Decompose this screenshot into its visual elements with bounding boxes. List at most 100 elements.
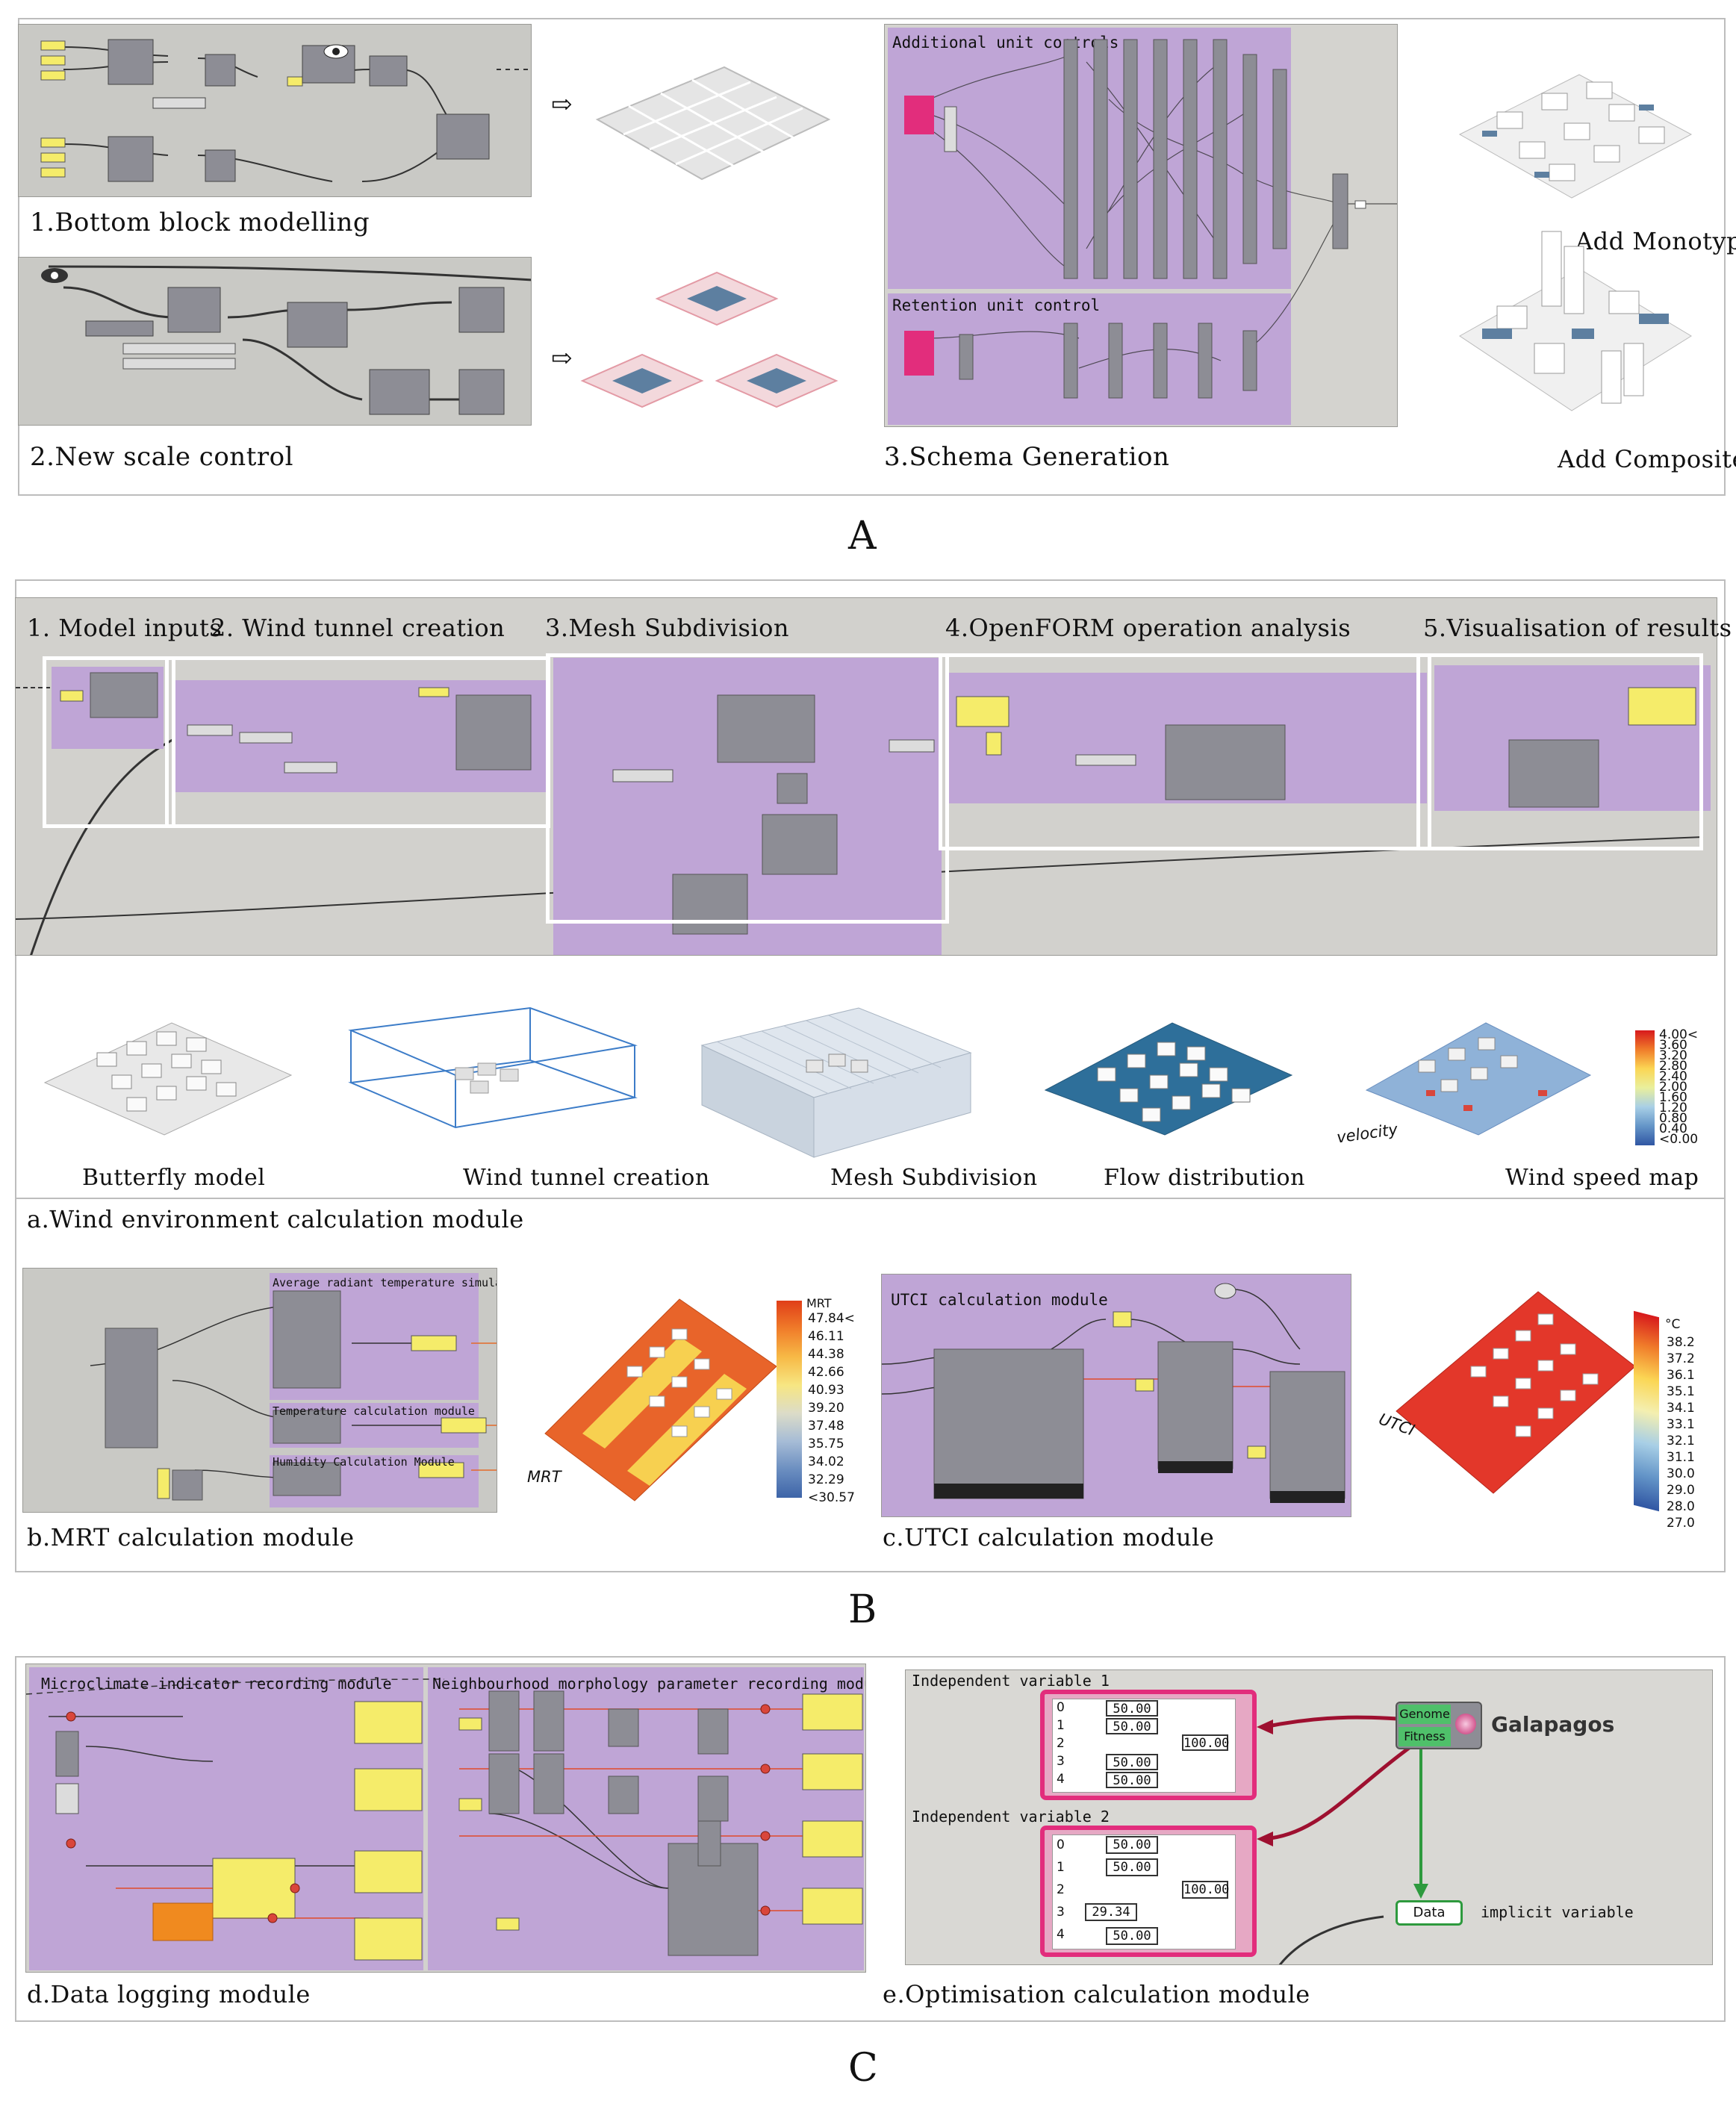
data-node[interactable]: Data (1396, 1900, 1463, 1926)
neighbourhood-label: Neighbourhood morphology parameter recor… (432, 1675, 866, 1693)
schema-generation-canvas[interactable]: Additional unit controls Retention unit … (884, 24, 1398, 427)
schema-graph (904, 39, 1397, 399)
module-d-caption: d.Data logging module (27, 1980, 311, 2008)
thumb-flow-label: Flow distribution (1104, 1165, 1305, 1191)
utci-legend-title: °C (1665, 1317, 1681, 1332)
thumb-mesh-label: Mesh Subdivision (830, 1165, 1038, 1191)
indep-var-2-label: Independent variable 2 (912, 1808, 1110, 1826)
module-b-caption: b.MRT calculation module (27, 1523, 355, 1552)
slider-1-0[interactable]: 50.00 (1106, 1700, 1158, 1717)
utci-legend-2: 36.1 (1667, 1368, 1695, 1383)
caption-schema-generation: 3.Schema Generation (884, 442, 1170, 472)
idx-2-2: 2 (1057, 1882, 1065, 1897)
thumb-butterfly-label: Butterfly model (82, 1165, 266, 1191)
implicit-variable-label: implicit variable (1481, 1903, 1634, 1921)
mrt-legend-4: 40.93 (808, 1383, 844, 1398)
mesh-subdivision-box (546, 653, 949, 924)
mrt-legend (777, 1301, 802, 1498)
bottom-grid-illustration (595, 66, 831, 181)
utci-calc-canvas[interactable]: UTCI calculation module (881, 1274, 1351, 1517)
arrow-icon-a1: ⇨ (551, 90, 573, 119)
humidity-calc-label: Humidity Calculation Module (273, 1455, 455, 1469)
mrt-legend-9: 32.29 (808, 1472, 844, 1487)
scale-grid-illustrations (580, 271, 839, 408)
slider-1-3[interactable]: 50.00 (1106, 1754, 1158, 1770)
idx-2-0: 0 (1057, 1837, 1065, 1852)
avg-radiant-label: Average radiant temperature simulation m… (273, 1276, 497, 1289)
butterfly-model-thumb (43, 1022, 293, 1136)
utci-legend-7: 31.1 (1667, 1450, 1695, 1465)
section-b-letter: B (848, 1587, 877, 1632)
mrt-legend-0: 47.84< (808, 1311, 855, 1326)
scale-control-canvas[interactable] (18, 257, 532, 426)
bottom-block-canvas[interactable] (18, 24, 532, 197)
optimisation-canvas[interactable]: Independent variable 1 Independent varia… (905, 1669, 1713, 1965)
utci-legend (1634, 1310, 1659, 1512)
data-logging-canvas[interactable]: Microclimate indicator recording module … (25, 1664, 866, 1973)
genome-port[interactable]: Genome (1399, 1705, 1451, 1724)
mrt-map (544, 1298, 777, 1501)
idx-1-3: 3 (1057, 1754, 1065, 1769)
mrt-legend-3: 42.66 (808, 1365, 844, 1380)
utci-legend-9: 29.0 (1667, 1483, 1695, 1498)
idx-1-2: 2 (1057, 1736, 1065, 1751)
wind-legend-7: 1.20 (1659, 1101, 1687, 1115)
mrt-calc-canvas[interactable]: Average radiant temperature simulation m… (22, 1268, 497, 1513)
wind-pipeline-canvas[interactable] (15, 597, 1717, 956)
microclimate-label: Microclimate indicator recording module (41, 1675, 392, 1693)
monotype-model (1458, 74, 1693, 199)
idx-1-1: 1 (1057, 1718, 1065, 1733)
wind-legend (1635, 1030, 1655, 1145)
slider-1-1[interactable]: 50.00 (1106, 1718, 1158, 1734)
utci-legend-11: 27.0 (1667, 1516, 1695, 1531)
wind-legend-5: 2.00 (1659, 1080, 1687, 1095)
utci-legend-6: 32.1 (1667, 1434, 1695, 1448)
additional-unit-controls-label: Additional unit controls (892, 34, 1119, 52)
mrt-map-label: MRT (527, 1468, 561, 1486)
retention-unit-group (888, 293, 1291, 425)
slider-2-0[interactable]: 50.00 (1106, 1836, 1158, 1854)
add-composite-label: Add Composite (1558, 445, 1736, 473)
mrt-legend-10: <30.57 (808, 1490, 855, 1505)
arrow-icon-a2: ⇨ (551, 343, 573, 373)
mrt-legend-6: 37.48 (808, 1419, 844, 1434)
caption-new-scale: 2.New scale control (30, 442, 293, 472)
divider-line (15, 1198, 1726, 1199)
wind-legend-6: 1.60 (1659, 1090, 1687, 1105)
idx-2-4: 4 (1057, 1927, 1065, 1942)
slider-2-2[interactable]: 100.00 (1182, 1881, 1230, 1899)
mrt-legend-7: 35.75 (808, 1437, 844, 1451)
slider-2-3[interactable]: 29.34 (1085, 1903, 1137, 1921)
wind-legend-9: 0.40 (1659, 1121, 1687, 1136)
slider-1-4[interactable]: 50.00 (1106, 1772, 1158, 1788)
module-c-caption: c.UTCI calculation module (883, 1523, 1215, 1552)
wind-tunnel-thumb (348, 1006, 638, 1129)
wind-legend-10: <0.00 (1659, 1132, 1699, 1147)
idx-2-3: 3 (1057, 1905, 1065, 1920)
wind-speed-map-thumb (1365, 1022, 1592, 1136)
scale-control-graph (41, 265, 531, 415)
retention-unit-control-label: Retention unit control (892, 296, 1101, 314)
utci-legend-5: 33.1 (1667, 1417, 1695, 1432)
step-model-inputs: 1. Model inputs (27, 614, 223, 642)
utci-legend-0: 38.2 (1667, 1335, 1695, 1350)
wind-legend-8: 0.80 (1659, 1111, 1687, 1126)
module-a-caption: a.Wind environment calculation module (27, 1205, 524, 1233)
add-monotype-label: Add Monotype (1575, 227, 1736, 255)
composite-model (1459, 231, 1692, 411)
thumb-wind-tunnel-label: Wind tunnel creation (463, 1165, 710, 1191)
slider-2-4[interactable]: 50.00 (1106, 1927, 1158, 1945)
utci-legend-4: 34.1 (1667, 1401, 1695, 1416)
mrt-legend-8: 34.02 (808, 1454, 844, 1469)
slider-1-2[interactable]: 100.00 (1182, 1734, 1230, 1751)
idx-2-1: 1 (1057, 1860, 1065, 1875)
utci-map (1396, 1291, 1636, 1494)
slider-2-1[interactable]: 50.00 (1106, 1858, 1158, 1876)
mrt-calc-graph (90, 1273, 497, 1507)
model-inputs-box (43, 656, 175, 828)
mrt-legend-1: 46.11 (808, 1329, 844, 1344)
step-wind-tunnel: 2. Wind tunnel creation (211, 614, 505, 642)
idx-1-4: 4 (1057, 1772, 1065, 1787)
thumb-wind-speed-label: Wind speed map (1505, 1165, 1699, 1191)
fitness-port[interactable]: Fitness (1399, 1727, 1451, 1746)
